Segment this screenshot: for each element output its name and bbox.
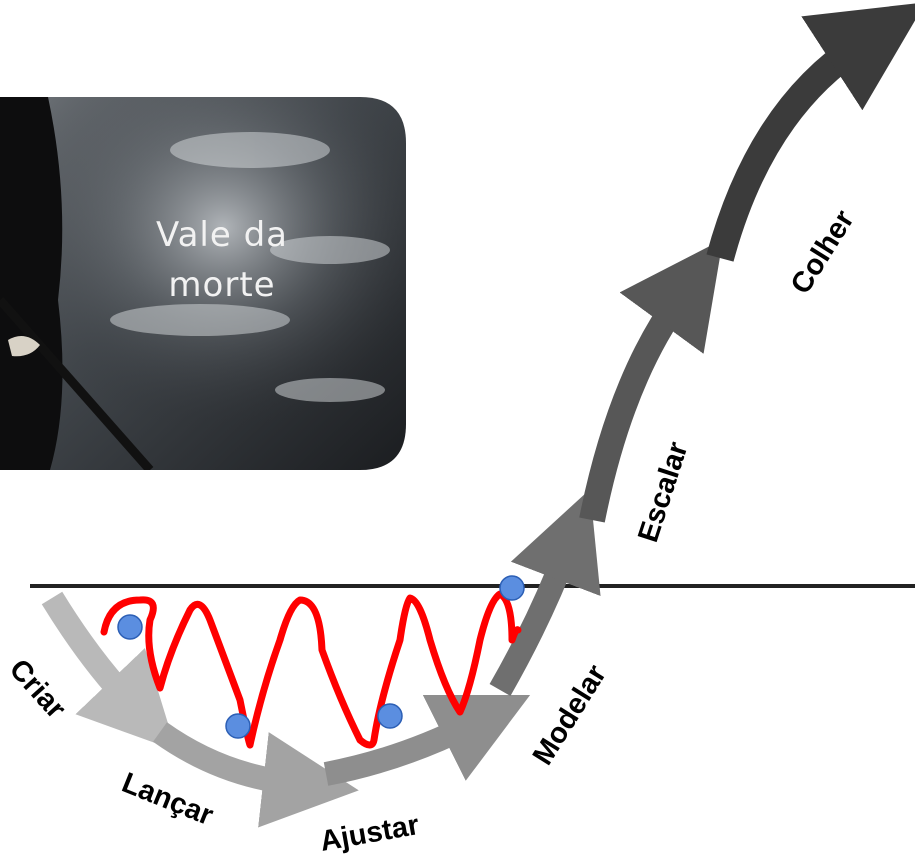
storm-clouds	[110, 132, 390, 402]
stage-label-ajustar: Ajustar	[318, 809, 422, 858]
arrow-modelar	[489, 489, 601, 696]
callout-line-1: Vale da	[156, 215, 288, 255]
callout-line-2: morte	[168, 265, 275, 305]
arrow-colher	[706, 2, 915, 262]
arrow-lancar	[153, 722, 359, 828]
blue-dots	[117, 575, 525, 739]
valley-of-death-panel: Vale da morte	[0, 97, 406, 470]
arrow-escalar	[579, 239, 723, 523]
arrow-ajustar	[323, 694, 531, 786]
stage-label-escalar: Escalar	[632, 438, 694, 546]
reaper-figure	[0, 97, 154, 470]
stage-label-modelar: Modelar	[527, 659, 613, 770]
arrow-criar	[41, 591, 177, 751]
stage-label-lancar: Lançar	[117, 767, 217, 832]
stage-label-colher: Colher	[785, 205, 861, 300]
stage-arrows	[41, 2, 915, 828]
stage-label-criar: Criar	[3, 653, 72, 725]
dot-3	[377, 703, 403, 729]
red-scribble	[100, 590, 522, 749]
dot-2	[225, 713, 251, 739]
dot-4	[499, 575, 525, 601]
dot-1	[117, 614, 143, 640]
